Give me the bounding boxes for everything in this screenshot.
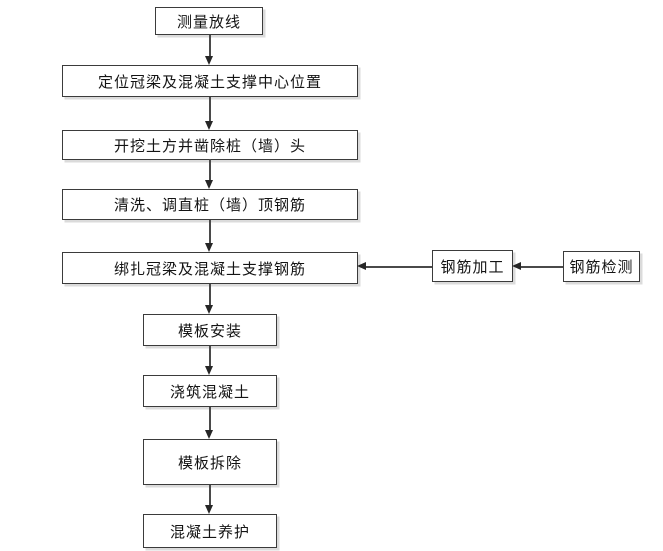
arrow-down-icon	[205, 121, 213, 130]
connector-line	[209, 35, 211, 56]
arrow-down-icon	[205, 366, 213, 375]
step-pour-concrete: 浇筑混凝土	[143, 375, 277, 407]
step-rebar-inspection: 钢筋检测	[563, 251, 640, 282]
step-formwork-removal: 模板拆除	[143, 439, 277, 485]
connector-line	[209, 485, 211, 505]
step-tie-crown-beam-support-rebar: 绑扎冠梁及混凝土支撑钢筋	[62, 252, 358, 284]
connector-line	[209, 284, 211, 305]
arrow-down-icon	[205, 430, 213, 439]
connector-line	[209, 346, 211, 366]
arrow-left-icon	[357, 262, 366, 270]
arrow-left-icon	[512, 262, 521, 270]
arrow-down-icon	[205, 243, 213, 252]
connector-line	[521, 266, 563, 268]
step-survey-setting-out: 测量放线	[155, 7, 263, 35]
step-formwork-installation: 模板安装	[143, 314, 277, 346]
step-excavate-and-chisel-pile-wall-head: 开挖土方并凿除桩（墙）头	[62, 130, 358, 160]
step-concrete-curing: 混凝土养护	[143, 514, 277, 548]
connector-line	[366, 266, 432, 268]
connector-line	[209, 220, 211, 243]
arrow-down-icon	[205, 56, 213, 65]
step-clean-straighten-pile-top-rebar: 清洗、调直桩（墙）顶钢筋	[62, 189, 358, 220]
arrow-down-icon	[205, 180, 213, 189]
connector-line	[209, 159, 211, 180]
arrow-down-icon	[205, 505, 213, 514]
arrow-down-icon	[205, 305, 213, 314]
step-position-crown-beam-support-center: 定位冠梁及混凝土支撑中心位置	[62, 65, 358, 97]
step-rebar-processing: 钢筋加工	[432, 250, 513, 282]
connector-line	[209, 407, 211, 430]
connector-line	[209, 97, 211, 121]
